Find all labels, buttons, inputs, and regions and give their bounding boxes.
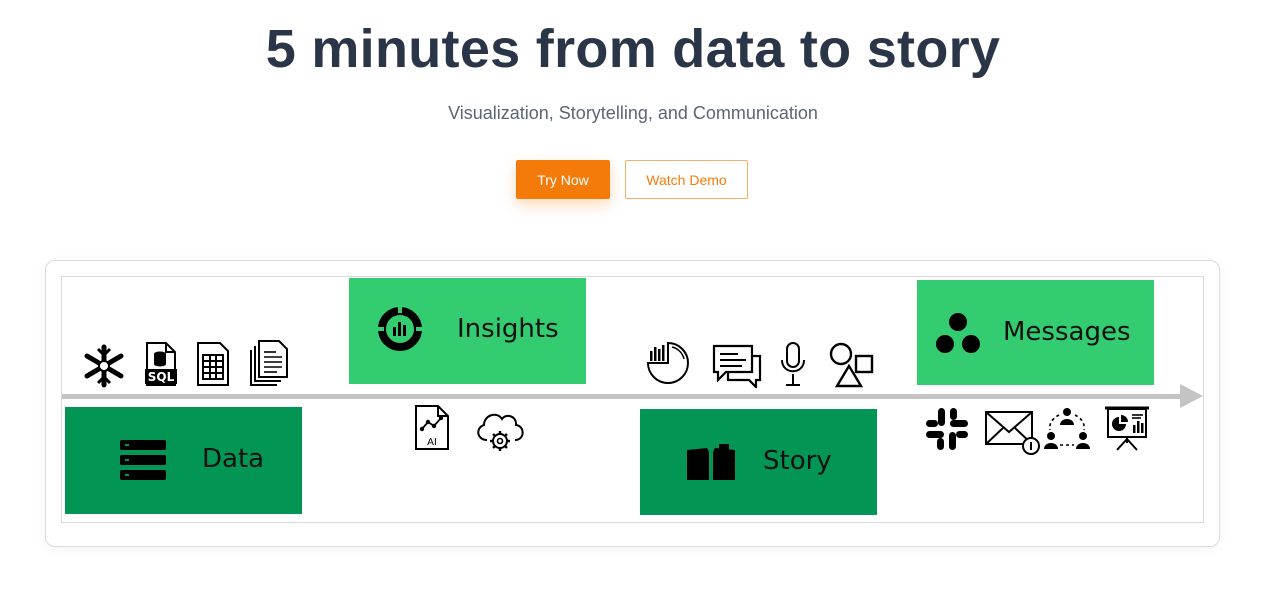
insights-ring-icon: [377, 306, 423, 351]
documents-icon: [250, 340, 288, 386]
stage-label-story: Story: [763, 446, 832, 476]
snowflake-icon: [84, 344, 124, 388]
stage-insights-box: Insights: [349, 278, 586, 384]
ai-label: AI: [427, 437, 437, 448]
microphone-icon: [781, 342, 805, 386]
try-now-button[interactable]: Try Now: [516, 160, 610, 199]
timeline-line: [62, 394, 1186, 399]
stage-story-box: Story: [640, 409, 877, 515]
stage-data-box: Data: [65, 407, 302, 514]
spreadsheet-icon: [197, 342, 229, 386]
ai-file-icon: AI: [415, 405, 449, 450]
team-share-icon: [1044, 408, 1090, 449]
sql-label: SQL: [148, 370, 175, 384]
presentation-icon: [1105, 406, 1149, 451]
email-icon: [985, 411, 1040, 455]
watch-demo-button[interactable]: Watch Demo: [625, 160, 748, 199]
page-subtitle: Visualization, Storytelling, and Communi…: [448, 103, 818, 123]
stage-label-data: Data: [202, 444, 265, 474]
shapes-icon: [829, 342, 874, 388]
stage-label-messages: Messages: [1003, 317, 1131, 347]
stage-label-insights: Insights: [457, 314, 559, 344]
chat-bubbles-icon: [712, 344, 762, 388]
sql-file-icon: SQL: [145, 342, 177, 386]
three-dots-icon: [936, 313, 980, 353]
cloud-gear-icon: [477, 413, 524, 451]
slack-icon: [926, 408, 968, 450]
pie-chart-icon: [646, 341, 689, 384]
database-server-icon: [120, 440, 166, 480]
stage-messages-box: Messages: [917, 280, 1154, 385]
page-title: 5 minutes from data to story: [265, 19, 1001, 79]
open-book-icon: [687, 444, 735, 480]
timeline-arrow-icon: [1180, 384, 1203, 408]
